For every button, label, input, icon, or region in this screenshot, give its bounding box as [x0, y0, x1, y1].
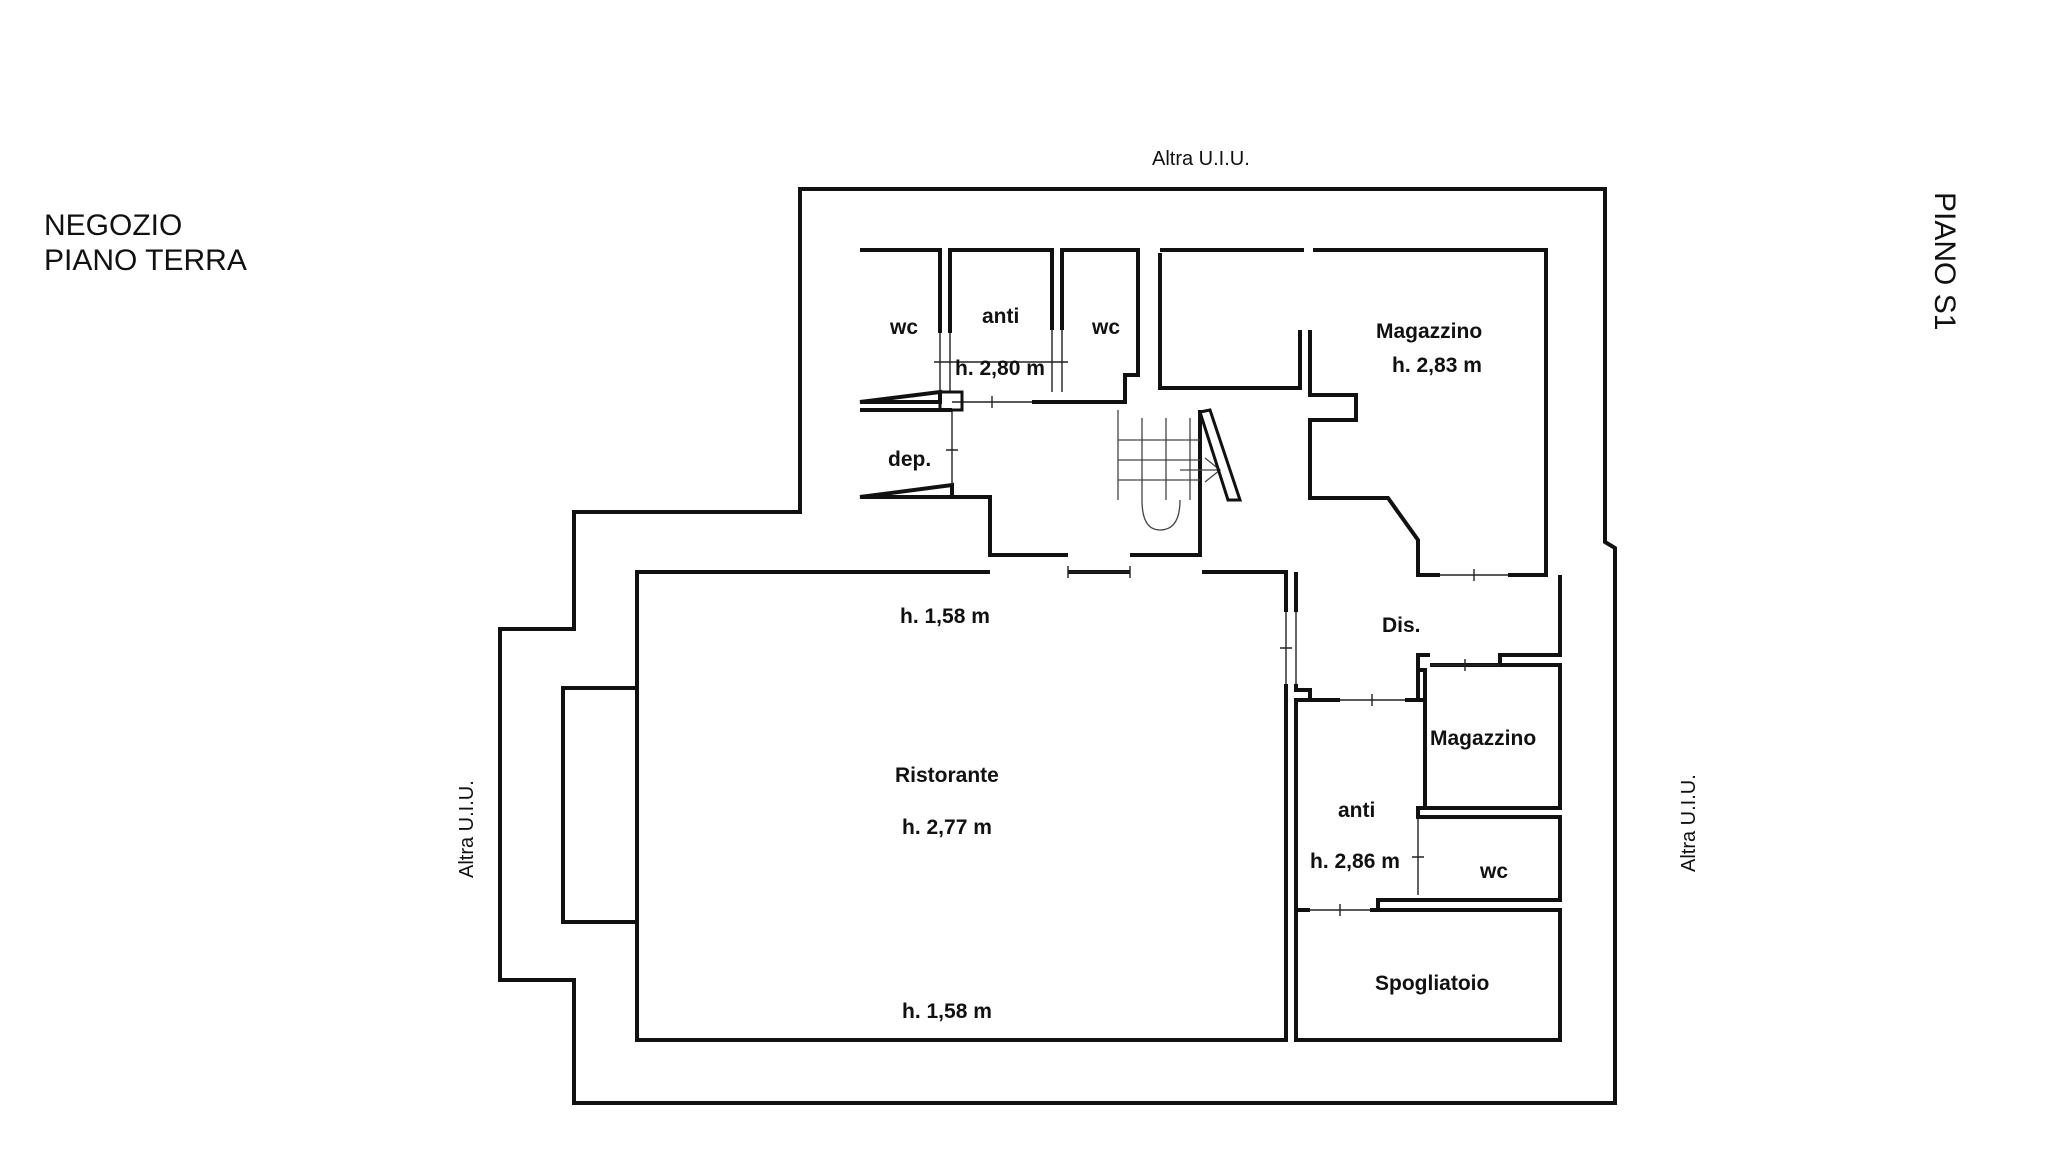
room-magazzino-large: Magazzino: [1376, 320, 1482, 343]
neighbor-top: Altra U.I.U.: [1152, 148, 1250, 170]
staircase: [1117, 408, 1243, 531]
neighbor-right: Altra U.I.U.: [1678, 774, 1700, 872]
room-anti-top-height: h. 2,80 m: [955, 357, 1045, 380]
room-magazzino-large-height: h. 2,83 m: [1392, 354, 1482, 377]
room-wc-left: wc: [889, 316, 918, 339]
outer-perimeter-wall: [498, 187, 1617, 1105]
dep-room: [859, 408, 954, 499]
room-wc-right: wc: [1479, 860, 1508, 883]
room-ristorante-height-bottom: h. 1,58 m: [902, 1000, 992, 1023]
corridor-wall-right: [1130, 410, 1202, 557]
wc-top-right-room: [1032, 248, 1140, 404]
neighbor-left: Altra U.I.U.: [456, 780, 478, 878]
room-wc-top-right: wc: [1091, 316, 1120, 339]
ristorante-walls: [635, 570, 1288, 1042]
corridor-door-top: [946, 396, 1032, 485]
floor-label: PIANO S1: [1928, 192, 1961, 330]
anti-right-door: [1340, 694, 1405, 706]
spogliatoio-door: [1310, 904, 1370, 916]
left-alcove-wall: [561, 686, 637, 924]
anti-right-wc-door: [1412, 817, 1424, 895]
magazzino-large-walls: [1158, 248, 1548, 577]
anti-top-room: [948, 248, 1054, 333]
room-ristorante-height: h. 2,77 m: [902, 816, 992, 839]
room-anti-top: anti: [982, 305, 1019, 328]
room-anti-right-height: h. 2,86 m: [1310, 850, 1400, 873]
room-ristorante: Ristorante: [895, 764, 999, 787]
room-anti-right: anti: [1338, 799, 1375, 822]
room-dis: Dis.: [1382, 614, 1421, 637]
corridor-wall-left: [952, 495, 1068, 557]
magazzino-large-door: [1440, 569, 1508, 581]
title-line-1: NEGOZIO: [44, 209, 182, 242]
room-ristorante-height-top: h. 1,58 m: [900, 605, 990, 628]
magazzino-small-door: [1430, 659, 1500, 671]
title-line-2: PIANO TERRA: [44, 244, 247, 277]
wc-doors: [934, 330, 1068, 392]
room-dep: dep.: [888, 448, 931, 471]
ristorante-door-side: [1280, 612, 1292, 684]
dis-corridor-walls: [1294, 572, 1562, 1042]
ristorante-door-top: [1067, 566, 1131, 578]
anti-right-walls: [1310, 655, 1425, 702]
corridor-junction-post: [938, 390, 964, 412]
room-magazzino-small: Magazzino: [1430, 727, 1536, 750]
room-spogliatoio: Spogliatoio: [1375, 972, 1489, 995]
